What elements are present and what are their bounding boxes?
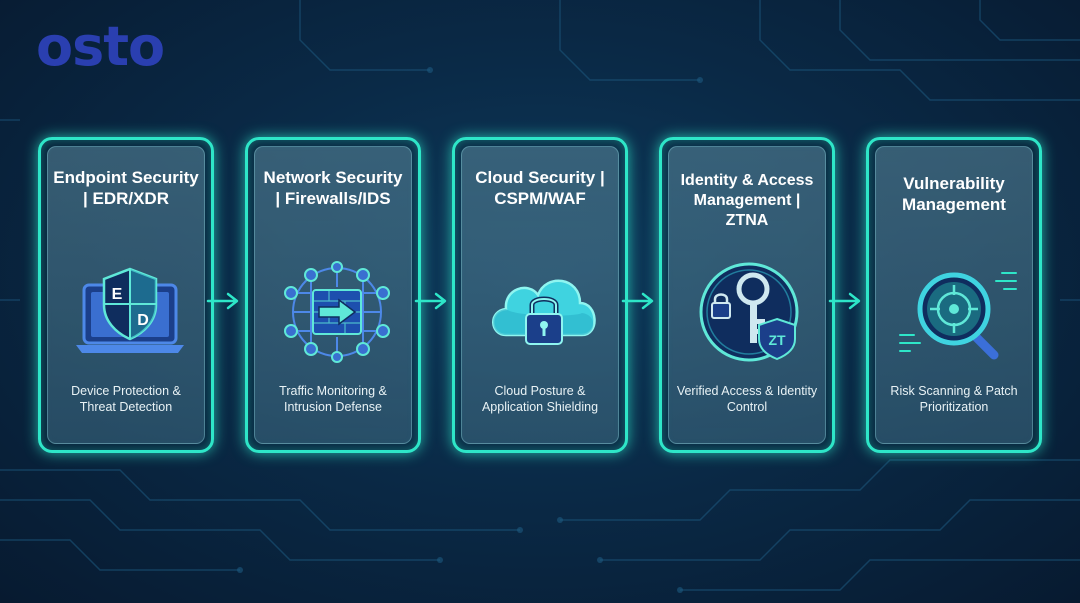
zt-badge-label: ZT [768,332,786,348]
arrow-right-icon [828,292,861,310]
card-panel: Cloud Security | CSPM/WAF Cloud Posture … [461,146,619,444]
card-cloud-security: Cloud Security | CSPM/WAF Cloud Posture … [452,137,628,453]
card-network-security: Network Security | Firewalls/IDS [245,137,421,453]
card-description: Cloud Posture & Application Shielding [481,384,599,414]
arrow-right-icon [621,292,654,310]
network-firewall-icon [284,261,390,363]
cloud-lock-icon [492,279,596,345]
card-panel: Network Security | Firewalls/IDS [254,146,412,444]
arrow-right-icon [206,292,239,310]
card-vulnerability-management: Vulnerability Management Risk Scanning &… [866,137,1042,453]
card-description: Verified Access & Identity Control [676,384,818,414]
card-panel: Vulnerability Management Risk Scanning &… [875,146,1033,444]
card-title: Vulnerability Management [902,174,1006,214]
card-endpoint-security: Endpoint Security | EDR/XDR E D Device P… [38,137,214,453]
magnifier-target-icon [899,272,1017,360]
shield-letter-e: E [112,286,123,303]
card-title: Identity & Access Management | ZTNA [680,172,814,229]
laptop-shield-icon: E D [76,267,184,353]
card-description: Risk Scanning & Patch Prioritization [890,384,1018,414]
brand-logo: osto [36,15,165,78]
card-description: Device Protection & Threat Detection [71,384,181,414]
card-title: Network Security | Firewalls/IDS [263,168,403,208]
card-title: Cloud Security | CSPM/WAF [475,168,605,208]
card-description: Traffic Monitoring & Intrusion Defense [279,384,387,414]
arrow-right-icon [414,292,447,310]
card-panel: Identity & Access Management | ZTNA ZT V… [668,146,826,444]
key-zt-shield-icon: ZT [699,262,799,362]
card-panel: Endpoint Security | EDR/XDR E D Device P… [47,146,205,444]
card-identity-access: Identity & Access Management | ZTNA ZT V… [659,137,835,453]
shield-letter-d: D [137,312,149,329]
card-title: Endpoint Security | EDR/XDR [53,168,199,208]
